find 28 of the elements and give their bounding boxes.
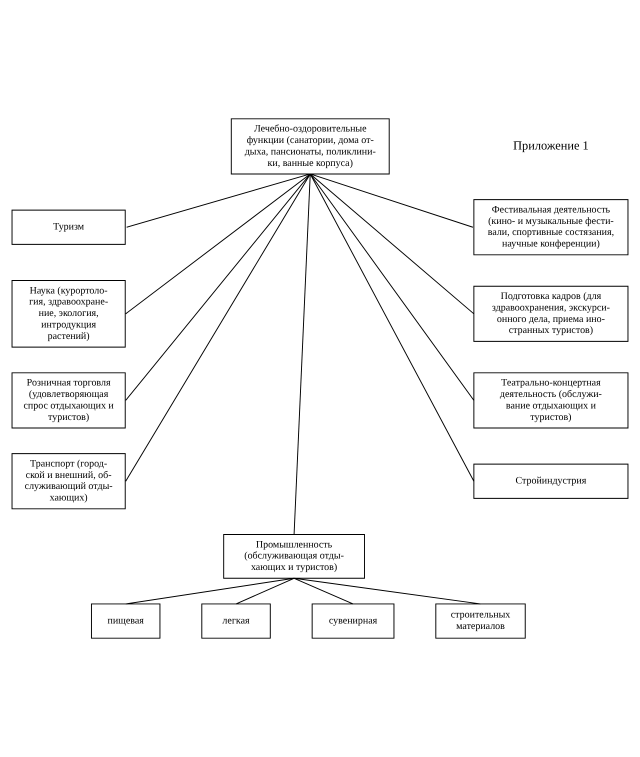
label: Приложение 1: [513, 138, 589, 153]
connector: [294, 174, 311, 535]
connector: [310, 174, 474, 401]
node-box: сувенирная: [312, 603, 394, 639]
node-box: Стройиндустрия: [473, 464, 628, 499]
node-box: Промышленность (обслуживающая отды- хающих и туристов): [223, 534, 365, 579]
connector: [236, 578, 295, 604]
node-box: Туризм: [12, 210, 126, 245]
node-box: Транспорт (город- ской и внешний, об- служивающий отды- хающих): [12, 453, 126, 510]
connector: [294, 578, 354, 604]
node-box: пищевая: [90, 603, 160, 639]
node-box: легкая: [201, 603, 271, 639]
connector: [310, 174, 474, 228]
node-box: строительных материалов: [435, 603, 526, 639]
connector: [125, 174, 311, 314]
node-box: Подготовка кадров (для здравоохранения, экскурси- онного дела, приема ино- странных туристов): [473, 286, 628, 342]
connector: [125, 174, 311, 401]
node-box: Театрально-концертная деятельность (обслужи- вание отдыхающих и туристов): [473, 372, 628, 428]
connector: [310, 174, 474, 482]
connector: [125, 578, 295, 604]
connector: [294, 578, 481, 604]
node-box: Лечебно-оздоровительные функции (санатории, дома от- дыха, пансионаты, поликлини- ки, ванные корпуса): [230, 118, 390, 174]
connector: [126, 174, 311, 228]
node-box: Фестивальная деятельность (кино- и музыкальные фести- вали, спортивные состязания, научные конференции): [473, 199, 628, 256]
connector: [125, 174, 311, 482]
node-box: Наука (курортоло- гия, здравоохране- ние, экология, интродукция растений): [12, 280, 126, 348]
node-box: Розничная торговля (удовлетворяющая спрос отдыхающих и туристов): [12, 372, 126, 428]
connector: [310, 174, 474, 314]
